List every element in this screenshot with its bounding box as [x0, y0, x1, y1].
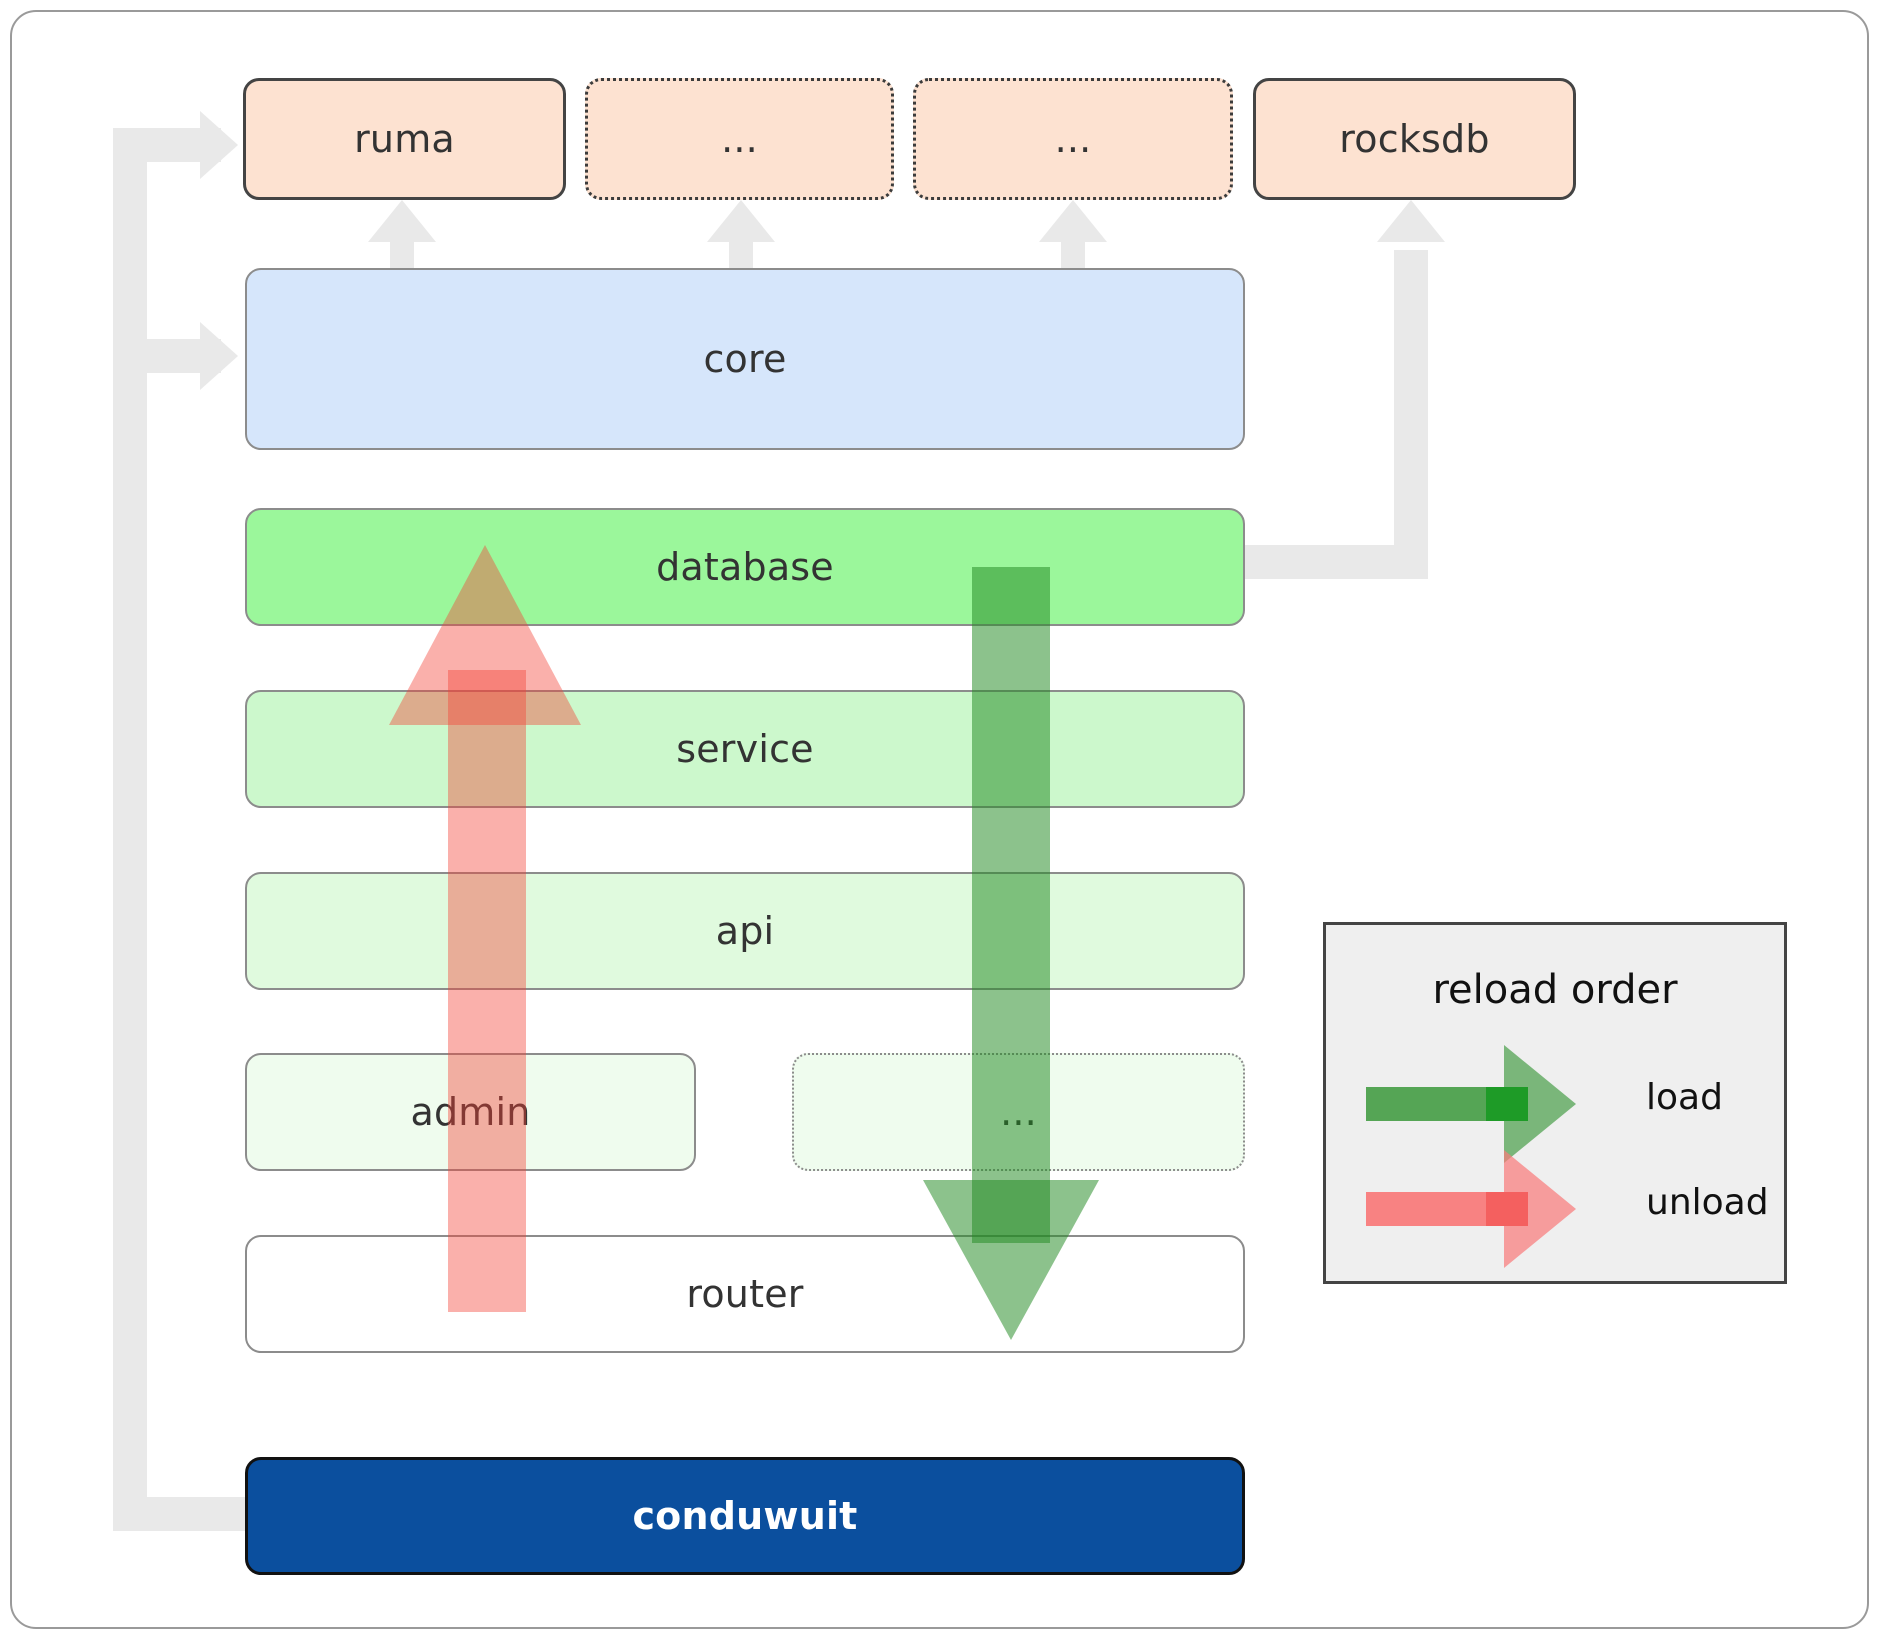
load-arrow-shaft: [972, 567, 1050, 1243]
legend-label-load: load: [1646, 1077, 1723, 1118]
connector-database-to-rocksdb-horizontal: [1215, 545, 1411, 579]
legend-row-unload[interactable]: unload: [1326, 1150, 1790, 1270]
connector-trunk-vertical: [113, 128, 147, 1514]
dependency-node-dots-2[interactable]: ...: [913, 78, 1233, 200]
connector-core-to-dots1-arrow-icon: [707, 200, 775, 242]
connector-branch-conduwuit: [113, 1497, 247, 1531]
legend-row-load[interactable]: load: [1326, 1045, 1790, 1165]
dependency-label-dots-1: ...: [721, 117, 758, 161]
dependency-label-rocksdb: rocksdb: [1339, 117, 1490, 161]
connector-core-to-ruma-arrow-icon: [368, 200, 436, 242]
connector-core-to-dots2-arrow-icon: [1039, 200, 1107, 242]
unload-arrow-head-icon: [389, 545, 581, 725]
layer-label-router: router: [686, 1272, 804, 1316]
root-label-conduwuit: conduwuit: [632, 1494, 858, 1538]
dependency-label-dots-2: ...: [1054, 117, 1092, 161]
legend-unload-arrow-overlap: [1486, 1192, 1528, 1226]
dependency-node-rocksdb[interactable]: rocksdb: [1253, 78, 1576, 200]
layer-label-core: core: [703, 337, 787, 381]
legend-load-arrow-overlap: [1486, 1087, 1528, 1121]
legend-panel: reload order load unload: [1323, 922, 1787, 1284]
dependency-node-ruma[interactable]: ruma: [243, 78, 566, 200]
dependency-label-ruma: ruma: [354, 117, 455, 161]
diagram-frame: [10, 10, 1869, 1629]
connector-arrow-ruma-icon: [200, 111, 238, 179]
connector-arrow-core-icon: [200, 322, 238, 390]
dependency-node-dots-1[interactable]: ...: [585, 78, 894, 200]
layer-label-api: api: [715, 909, 775, 953]
layer-label-database: database: [656, 545, 834, 589]
legend-title: reload order: [1432, 967, 1678, 1013]
layer-node-api[interactable]: api: [245, 872, 1245, 990]
legend-label-unload: unload: [1646, 1182, 1769, 1223]
connector-rocksdb-arrow-icon: [1377, 200, 1445, 242]
root-node-conduwuit[interactable]: conduwuit: [245, 1457, 1245, 1575]
load-arrow-head-icon: [923, 1180, 1099, 1340]
unload-arrow-shaft: [448, 670, 526, 1312]
connector-database-to-rocksdb-vertical: [1394, 250, 1428, 579]
layer-label-service: service: [676, 727, 814, 771]
layer-node-core[interactable]: core: [245, 268, 1245, 450]
